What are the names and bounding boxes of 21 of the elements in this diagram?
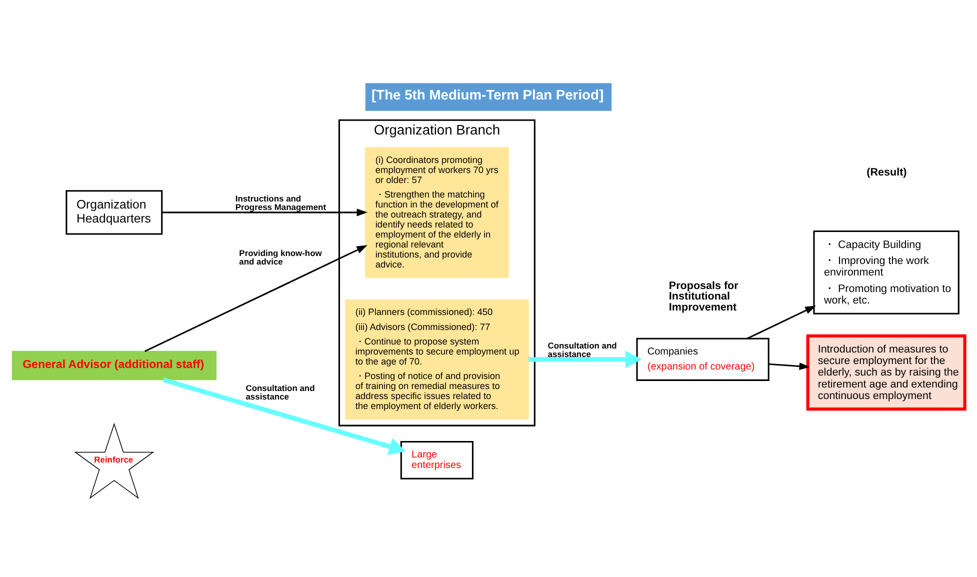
node-box: Large enterprises: [400, 440, 474, 479]
edge-label: Providing know-how and advice: [239, 248, 322, 266]
label: (Result): [866, 166, 907, 178]
node-box: (ii) Planners (commissioned): 450 (iii) Advisors (Commissioned): 77 ・Continue to propose system improvements to secure employment up to the age of 70. ・Posting of notice of and provision of training on remedial measures to address specific issues related to the employment of elderly workers.: [345, 298, 529, 419]
edge-label: Consultation and assistance: [548, 340, 617, 358]
arrow: [768, 362, 810, 370]
arrow: [746, 305, 816, 339]
arrow: [144, 244, 368, 352]
node-box: Introduction of measures to secure employment for the elderly, such as by raising the retirement age and extending continuous employment: [806, 334, 966, 410]
edge-label: Consultation and assistance: [246, 382, 315, 401]
label: Proposals for Institutional Improvement: [668, 279, 738, 313]
node-box: Organization Headquarters: [66, 190, 163, 234]
arrow: [528, 350, 642, 368]
node-box: ・ Capacity Building ・ Improving the work environment ・ Promoting motivation to work, etc.: [813, 230, 960, 314]
diagram-title: [The 5th Medium-Term Plan Period]: [372, 86, 604, 102]
edge-label: Instructions and Progress Management: [235, 193, 326, 212]
node-box: (i) Coordinators promoting employment of workers 70 yrs or older: 57 ・Strengthen the matching function in the development of the outreach strategy, and identify needs related to employment of the elderly in regional relevant institutions, and provide advice.: [365, 146, 509, 278]
arrow: [162, 208, 368, 216]
node-box: Companies (expansion of coverage): [636, 337, 770, 380]
node-box: General Advisor (additional staff): [12, 350, 216, 380]
arrow: [162, 377, 406, 454]
